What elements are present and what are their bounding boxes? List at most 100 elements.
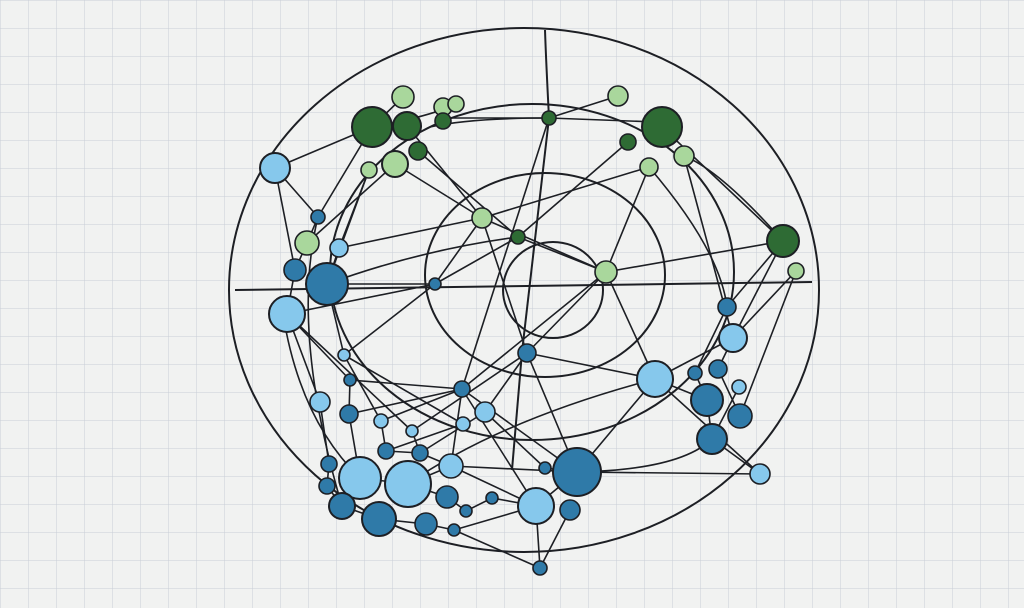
network-node-green bbox=[619, 133, 637, 151]
network-node-blue bbox=[517, 487, 555, 525]
network-node-blue bbox=[411, 444, 429, 462]
network-edge bbox=[338, 217, 483, 249]
network-node-blue bbox=[696, 423, 728, 455]
network-node-blue bbox=[636, 360, 674, 398]
network-edge bbox=[286, 313, 413, 432]
network-node-green bbox=[641, 106, 683, 148]
network-node-blue bbox=[559, 499, 581, 521]
network-edge bbox=[694, 306, 728, 374]
network-edge bbox=[481, 166, 650, 219]
network-edge bbox=[343, 354, 382, 422]
network-node-blue bbox=[453, 380, 471, 398]
network-edge bbox=[605, 271, 656, 380]
network-node-green bbox=[541, 110, 557, 126]
network-node-green bbox=[294, 230, 320, 256]
network-node-green bbox=[447, 95, 465, 113]
network-node-blue bbox=[329, 238, 349, 258]
network-edge bbox=[417, 150, 519, 238]
network-node-blue bbox=[727, 403, 753, 429]
network-edge bbox=[343, 283, 436, 356]
network-edge bbox=[461, 271, 607, 390]
network-node-blue bbox=[438, 453, 464, 479]
network-edge bbox=[484, 411, 546, 469]
network-edge bbox=[274, 167, 296, 271]
node-layer bbox=[259, 85, 805, 576]
network-node-green bbox=[381, 150, 409, 178]
network-node-blue bbox=[310, 209, 326, 225]
network-node-blue bbox=[708, 359, 728, 379]
network-node-blue bbox=[428, 277, 442, 291]
network-node-green bbox=[510, 229, 526, 245]
network-node-blue bbox=[717, 297, 737, 317]
network-node-blue bbox=[687, 365, 703, 381]
network-edge bbox=[338, 169, 370, 249]
network-edge bbox=[648, 166, 728, 308]
network-edge bbox=[434, 217, 483, 285]
network-node-blue bbox=[343, 373, 357, 387]
network-node-blue bbox=[305, 262, 349, 306]
network-edge bbox=[349, 379, 463, 390]
network-edge bbox=[434, 236, 519, 285]
spoke-top-to-center bbox=[521, 117, 550, 353]
network-node-green bbox=[408, 141, 428, 161]
network-node-blue bbox=[318, 477, 336, 495]
network-edge bbox=[348, 388, 463, 415]
network-node-blue bbox=[435, 485, 459, 509]
network-edge bbox=[548, 95, 619, 119]
network-node-green bbox=[607, 85, 629, 107]
network-edge bbox=[539, 509, 571, 569]
network-edge bbox=[526, 352, 656, 380]
network-node-blue bbox=[690, 383, 724, 417]
network-edge bbox=[605, 166, 650, 273]
network-edge bbox=[385, 423, 464, 452]
network-node-blue bbox=[384, 460, 432, 508]
network-edge bbox=[526, 271, 607, 354]
network-edge bbox=[306, 163, 396, 244]
network-node-blue bbox=[361, 501, 397, 537]
network-edge bbox=[548, 117, 657, 123]
network-node-green bbox=[673, 145, 695, 167]
network-node-blue bbox=[455, 416, 471, 432]
network-node-green bbox=[351, 106, 393, 148]
network-edge bbox=[739, 270, 797, 417]
core-ring bbox=[502, 241, 604, 339]
network-node-blue bbox=[338, 456, 382, 500]
network-edge bbox=[326, 236, 519, 285]
network-node-blue bbox=[339, 404, 359, 424]
network-edge bbox=[461, 388, 537, 507]
spoke-center-down bbox=[511, 351, 523, 471]
network-node-blue bbox=[532, 560, 548, 576]
network-node-blue bbox=[405, 424, 419, 438]
network-node-blue bbox=[447, 523, 461, 537]
network-edge bbox=[343, 354, 464, 425]
network-node-blue bbox=[309, 391, 331, 413]
network-node-blue bbox=[731, 379, 747, 395]
network-edge bbox=[517, 236, 607, 273]
network-edge bbox=[484, 352, 528, 413]
network-edge bbox=[461, 117, 550, 390]
network-node-blue bbox=[474, 401, 496, 423]
network-node-blue bbox=[552, 447, 602, 497]
network-edge bbox=[394, 163, 483, 219]
network-edge bbox=[576, 471, 761, 475]
network-node-green bbox=[392, 111, 422, 141]
network-node-green bbox=[360, 161, 378, 179]
network-node-blue bbox=[749, 463, 771, 485]
inner-ring bbox=[424, 172, 666, 378]
network-node-blue bbox=[268, 295, 306, 333]
network-node-blue bbox=[373, 413, 389, 429]
network-node-blue bbox=[459, 504, 473, 518]
network-node-green bbox=[391, 85, 415, 109]
network-edge bbox=[419, 411, 486, 454]
network-edge bbox=[732, 240, 784, 339]
network-node-blue bbox=[337, 348, 351, 362]
network-node-green bbox=[594, 260, 618, 284]
network-node-blue bbox=[259, 152, 291, 184]
network-edge bbox=[605, 240, 784, 273]
network-node-blue bbox=[328, 492, 356, 520]
network-node-green bbox=[639, 157, 659, 177]
network-edge bbox=[286, 283, 436, 315]
network-node-green bbox=[787, 262, 805, 280]
